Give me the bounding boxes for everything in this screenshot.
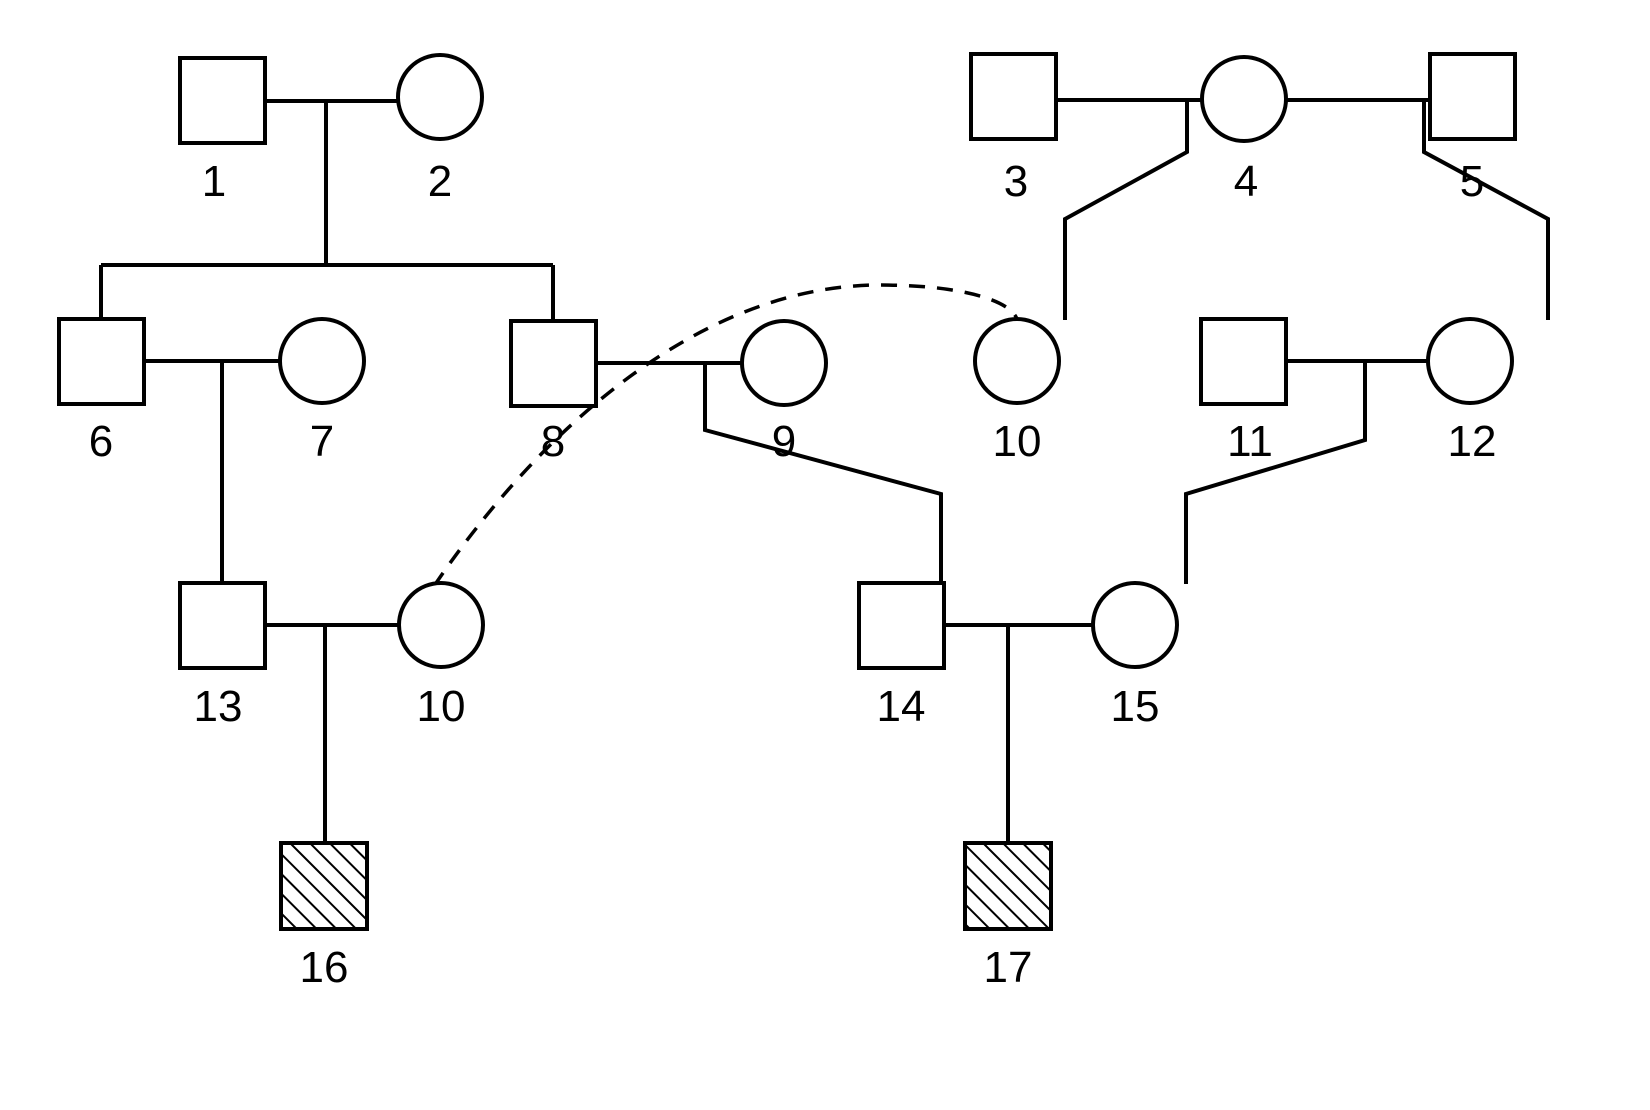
member-symbol-16[interactable] — [279, 841, 369, 931]
member-label-10-top: 10 — [993, 417, 1042, 466]
member-symbol-15[interactable] — [1091, 581, 1179, 669]
member-label-7: 7 — [310, 417, 334, 466]
member-symbol-10-bottom[interactable] — [397, 581, 485, 669]
member-symbol-2[interactable] — [396, 53, 484, 141]
member-label-2: 2 — [428, 157, 452, 206]
member-label-9: 9 — [772, 417, 796, 466]
member-label-11: 11 — [1227, 417, 1273, 466]
member-symbol-12[interactable] — [1426, 317, 1514, 405]
female-circle-symbol[interactable] — [397, 581, 485, 669]
female-circle-symbol[interactable] — [973, 317, 1061, 405]
member-symbol-7[interactable] — [278, 317, 366, 405]
descent-path-3-4-to-10 — [1063, 100, 1189, 320]
member-symbol-11[interactable] — [1199, 317, 1288, 406]
member-label-13: 13 — [194, 682, 243, 731]
member-label-17: 17 — [984, 943, 1033, 992]
male-square-symbol[interactable] — [1428, 52, 1517, 141]
member-symbol-8[interactable] — [509, 319, 598, 408]
member-symbol-10-top[interactable] — [973, 317, 1061, 405]
male-square-symbol[interactable] — [1199, 317, 1288, 406]
gen2-connectors — [143, 359, 1429, 584]
member-symbol-14[interactable] — [857, 581, 946, 670]
descent-path-4-5-to-12 — [1422, 100, 1550, 320]
member-label-16: 16 — [300, 943, 349, 992]
member-symbol-13[interactable] — [178, 581, 267, 670]
male-square-symbol[interactable] — [178, 56, 267, 145]
gen3-connectors — [265, 623, 1094, 843]
male-square-symbol[interactable] — [57, 317, 146, 406]
member-symbol-1[interactable] — [178, 56, 267, 145]
member-symbol-6[interactable] — [57, 317, 146, 406]
member-label-12: 12 — [1448, 417, 1497, 466]
member-label-10-bottom: 10 — [417, 682, 466, 731]
member-label-4: 4 — [1234, 157, 1258, 206]
identity-dashed-arc-10 — [432, 283, 1019, 587]
member-label-5: 5 — [1460, 157, 1484, 206]
male-square-symbol[interactable] — [857, 581, 946, 670]
female-circle-symbol[interactable] — [278, 317, 366, 405]
gen1-connectors — [99, 98, 1550, 322]
member-label-3: 3 — [1004, 157, 1028, 206]
male-square-symbol[interactable] — [969, 52, 1058, 141]
member-symbol-5[interactable] — [1428, 52, 1517, 141]
member-label-14: 14 — [877, 682, 926, 731]
female-circle-symbol[interactable] — [1200, 55, 1288, 143]
member-symbol-3[interactable] — [969, 52, 1058, 141]
member-label-1: 1 — [202, 157, 226, 206]
affected-male-square-symbol[interactable] — [279, 841, 369, 931]
female-circle-symbol[interactable] — [1091, 581, 1179, 669]
descent-path-11-12-to-15 — [1184, 361, 1367, 584]
member-symbol-4[interactable] — [1200, 55, 1288, 143]
male-square-symbol[interactable] — [178, 581, 267, 670]
descent-path-8-9-to-14 — [703, 363, 943, 584]
affected-male-square-symbol[interactable] — [963, 841, 1053, 931]
member-label-6: 6 — [89, 417, 113, 466]
female-circle-symbol[interactable] — [740, 319, 828, 407]
member-symbol-9[interactable] — [740, 319, 828, 407]
female-circle-symbol[interactable] — [1426, 317, 1514, 405]
male-square-symbol[interactable] — [509, 319, 598, 408]
female-circle-symbol[interactable] — [396, 53, 484, 141]
member-label-15: 15 — [1111, 682, 1160, 731]
member-label-8: 8 — [541, 417, 565, 466]
member-symbol-17[interactable] — [963, 841, 1053, 931]
